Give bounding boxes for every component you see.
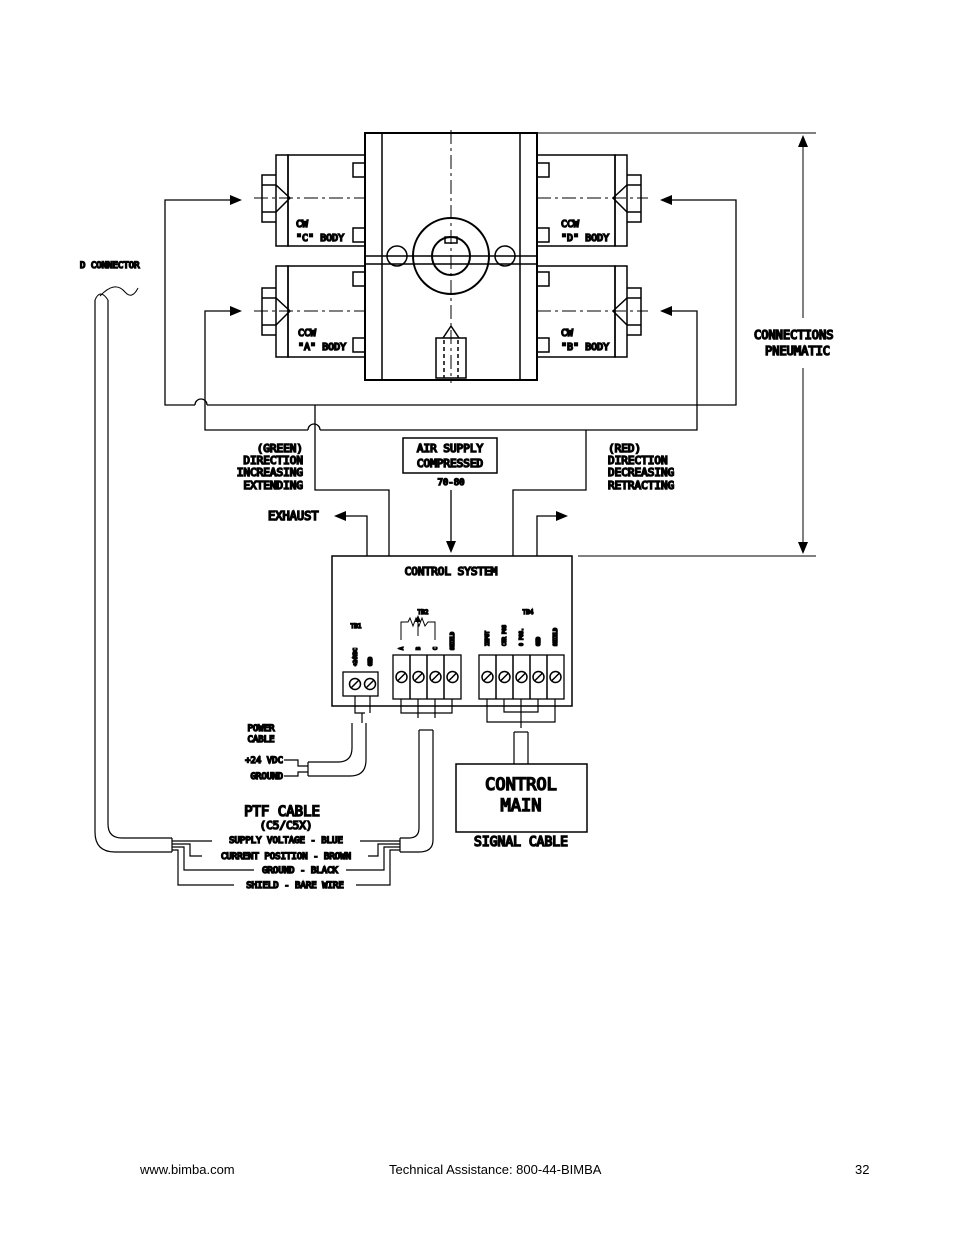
footer-page-number: 32 <box>855 1162 870 1177</box>
pressure-label: 70-80 <box>437 478 464 488</box>
tb4-pin-cur-pos: CUR POS <box>502 625 508 646</box>
cables <box>94 286 556 886</box>
air-supply-label-2: COMPRESSED <box>417 457 483 470</box>
wire-ground-label: GROUND - BLACK <box>262 866 338 876</box>
control-system-box <box>331 555 573 707</box>
power-cable-label-1: POWER <box>247 724 275 734</box>
ground-label: GROUND <box>250 772 283 782</box>
green-direction-label-1: (GREEN) <box>257 442 303 455</box>
tb4-pin-gnd: GND <box>536 637 542 646</box>
air-supply-box <box>402 437 498 474</box>
tb2-pin-a: A <box>399 647 405 650</box>
green-direction-label-4: EXTENDING <box>243 479 303 492</box>
green-direction-label-2: DIRECTION <box>243 454 303 467</box>
power-cable-label-2: CABLE <box>247 735 274 745</box>
plus-24vdc-label: +24 VDC <box>245 756 283 766</box>
body-d-label-top: CCW <box>561 219 580 230</box>
actuator-assembly <box>254 130 648 383</box>
tb1-pin-24vdc: +24VDC <box>353 648 359 666</box>
red-direction-label-3: DECREASING <box>608 466 674 479</box>
body-a-label-bottom: "A" BODY <box>298 342 346 353</box>
air-supply-label-1: AIR SUPPLY <box>417 442 484 455</box>
tb4-pin-zero-pos: 0 POS. <box>519 628 525 646</box>
pneumatic-lines <box>164 132 816 557</box>
red-direction-label-4: RETRACTING <box>608 479 674 492</box>
body-a-label-top: CCW <box>298 328 317 339</box>
wire-shield-label: SHIELD - BARE WIRE <box>246 881 344 891</box>
footer-technical-assistance: Technical Assistance: 800-44-BIMBA <box>389 1162 602 1177</box>
tb4-pin-input: INPUT <box>485 631 491 646</box>
d-connector-label: D CONNECTOR <box>80 261 140 271</box>
tb4-pin-shield: SHIELD <box>553 628 559 646</box>
pneumatic-label: PNEUMATIC <box>765 344 830 358</box>
footer-website: www.bimba.com <box>140 1162 235 1177</box>
wire-supply-voltage-label: SUPPLY VOLTAGE - BLUE <box>229 836 343 846</box>
red-direction-label-2: DIRECTION <box>608 454 668 467</box>
control-system-label: CONTROL SYSTEM <box>405 565 498 578</box>
body-c-label-top: CW <box>296 219 309 230</box>
wire-current-position-label: CURRENT POSITION - BROWN <box>221 852 351 862</box>
red-direction-label-1: (RED) <box>608 442 641 455</box>
tb2-pin-shield: SHIELD <box>450 632 456 650</box>
tb2-label: TB2 <box>418 609 429 616</box>
ptf-cable-label: PTF CABLE <box>244 804 320 820</box>
body-d-label-bottom: "D" BODY <box>561 233 609 244</box>
control-main-label-2: MAIN <box>501 796 542 816</box>
control-main-box <box>455 763 588 833</box>
connections-label: CONNECTIONS <box>754 328 833 342</box>
exhaust-label: EXHAUST <box>268 509 319 523</box>
tb4-label: TB4 <box>523 609 534 616</box>
tb1-label: TB1 <box>351 623 362 630</box>
tb2-pin-b: B <box>416 647 422 650</box>
signal-cable-label: SIGNAL CABLE <box>474 835 568 850</box>
tb2-pin-c: C <box>433 647 439 650</box>
diagram-labels: D CONNECTOR CW "C" BODY CCW "D" BODY CCW… <box>79 218 834 892</box>
ptf-cable-part-label: (C5/C5X) <box>260 819 313 832</box>
tb1-pin-gnd: GND <box>368 657 374 666</box>
body-b-label-top: CW <box>561 328 574 339</box>
arrowheads <box>230 135 808 554</box>
green-direction-label-3: INCREASING <box>237 466 303 479</box>
body-c-label-bottom: "C" BODY <box>296 233 344 244</box>
body-b-label-bottom: "B" BODY <box>561 342 609 353</box>
control-main-label-1: CONTROL <box>485 775 557 795</box>
